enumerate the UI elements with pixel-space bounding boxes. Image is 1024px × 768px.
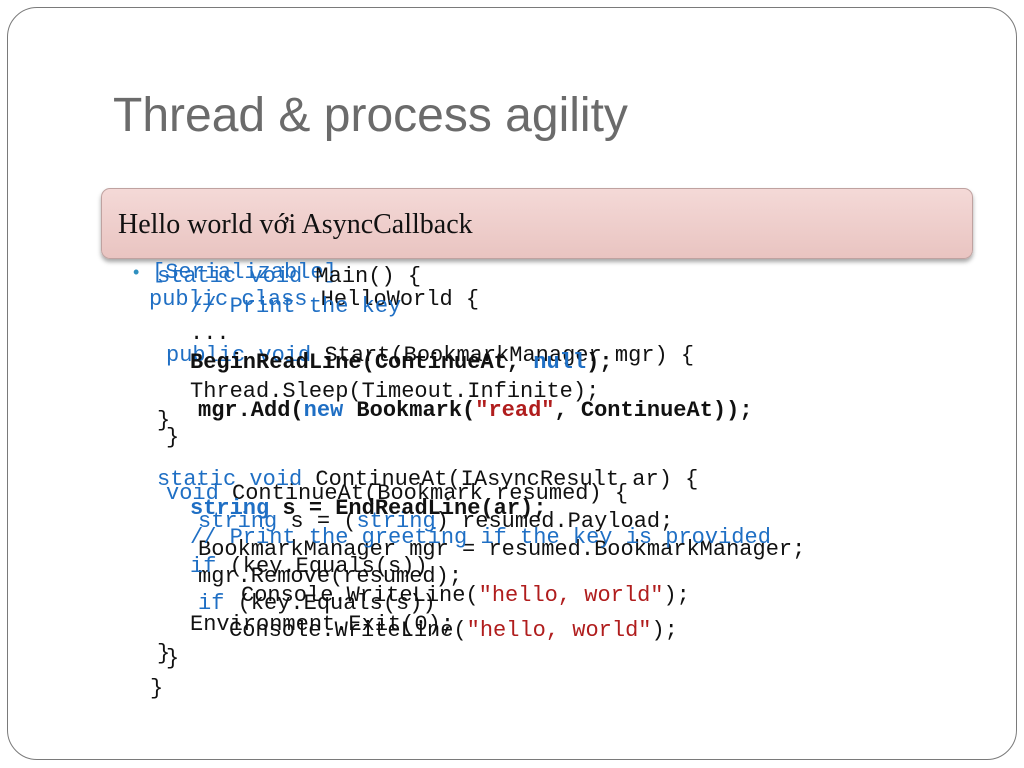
- code-text: HelloWorld {: [307, 287, 480, 312]
- code-keyword: string: [356, 509, 436, 534]
- code-keyword: public class: [149, 287, 308, 312]
- code-keyword: if: [198, 591, 225, 616]
- code-text: );: [663, 583, 690, 608]
- bullet-dot-icon: •: [133, 262, 140, 282]
- code-text: ContinueAt(Bookmark resumed) {: [218, 481, 629, 506]
- code-text: Main() {: [302, 264, 422, 289]
- code-attribute: [Serializable]: [152, 260, 337, 285]
- code-line: // Print the key: [190, 296, 401, 318]
- code-line: string s = EndReadLine(ar);: [190, 498, 546, 520]
- code-text: s = (: [277, 509, 357, 534]
- code-text: , ContinueAt));: [554, 398, 753, 423]
- code-text: BookmarkManager mgr = resumed.BookmarkMa…: [198, 537, 806, 562]
- code-line: if (key.Equals(s)): [198, 593, 436, 615]
- code-line: public class HelloWorld {: [149, 289, 479, 311]
- code-line: if (key.Equals(s)): [190, 556, 428, 578]
- subtitle-banner: Hello world với AsyncCallback: [101, 188, 973, 259]
- code-line: }: [166, 648, 179, 670]
- code-brace: }: [166, 646, 180, 671]
- code-text: (key.Equals(s)): [224, 591, 436, 616]
- code-line: mgr.Add(new Bookmark("read", ContinueAt)…: [198, 400, 753, 422]
- code-text: Bookmark(: [343, 398, 476, 423]
- code-line: [Serializable]: [152, 262, 337, 284]
- code-line: }: [150, 678, 163, 700]
- code-line: public void Start(BookmarkManager mgr) {: [166, 345, 694, 367]
- code-line: void ContinueAt(Bookmark resumed) {: [166, 483, 628, 505]
- code-line: static void ContinueAt(IAsyncResult ar) …: [157, 469, 698, 491]
- code-text: ContinueAt(IAsyncResult ar) {: [302, 467, 699, 492]
- code-brace: }: [157, 641, 171, 666]
- code-keyword: string: [198, 509, 278, 534]
- code-text: Console.WriteLine(: [229, 618, 467, 643]
- slide-title: Thread & process agility: [113, 89, 628, 142]
- code-line: Thread.Sleep(Timeout.Infinite);: [190, 381, 599, 403]
- code-keyword: public void: [166, 343, 312, 368]
- code-line: }: [166, 427, 179, 449]
- code-text: mgr.Remove(resumed);: [198, 564, 463, 589]
- code-keyword: if: [190, 554, 217, 579]
- code-string: "hello, world": [466, 618, 652, 643]
- code-text: ...: [190, 321, 230, 346]
- code-text: Start(BookmarkManager mgr) {: [311, 343, 695, 368]
- code-comment: // Print the key: [190, 294, 402, 319]
- code-text: ) resumed.Payload;: [435, 509, 674, 534]
- code-keyword: null: [533, 350, 587, 375]
- code-text: );: [651, 618, 678, 643]
- code-line: }: [157, 410, 170, 432]
- code-text: s = EndReadLine(ar);: [269, 496, 547, 521]
- code-text: Console.WriteLine(: [241, 583, 479, 608]
- code-string: "hello, world": [478, 583, 664, 608]
- code-brace: }: [150, 676, 164, 701]
- code-text: );: [586, 350, 613, 375]
- code-line: mgr.Remove(resumed);: [198, 566, 462, 588]
- code-string: "read": [475, 398, 555, 423]
- code-line: // Print the greeting if the key is prov…: [190, 527, 771, 549]
- code-line: }: [157, 643, 170, 665]
- code-keyword: string: [190, 496, 270, 521]
- code-line: Console.WriteLine("hello, world");: [229, 620, 678, 642]
- slide-frame: [7, 7, 1017, 760]
- code-line: BeginReadLine(ContinueAt, null);: [190, 352, 612, 374]
- code-line: BookmarkManager mgr = resumed.BookmarkMa…: [198, 539, 805, 561]
- code-keyword: static void: [157, 264, 303, 289]
- code-keyword: void: [166, 481, 219, 506]
- code-brace: }: [166, 425, 180, 450]
- code-line: Environment.Exit(0);: [190, 614, 454, 636]
- code-text: BeginReadLine(ContinueAt,: [190, 350, 534, 375]
- code-keyword: new: [303, 398, 344, 423]
- code-brace: }: [157, 408, 171, 433]
- code-line: ...: [190, 323, 230, 345]
- banner-text: Hello world với AsyncCallback: [118, 209, 473, 240]
- code-text: Thread.Sleep(Timeout.Infinite);: [190, 379, 600, 404]
- code-text: (key.Equals(s)): [216, 554, 428, 579]
- code-text: Environment.Exit(0);: [190, 612, 455, 637]
- code-line: static void Main() {: [157, 266, 421, 288]
- code-keyword: static void: [157, 467, 303, 492]
- code-line: string s = (string) resumed.Payload;: [198, 511, 673, 533]
- code-text: mgr.Add(: [198, 398, 304, 423]
- code-comment: // Print the greeting if the key is prov…: [190, 525, 771, 550]
- code-line: Console.WriteLine("hello, world");: [241, 585, 690, 607]
